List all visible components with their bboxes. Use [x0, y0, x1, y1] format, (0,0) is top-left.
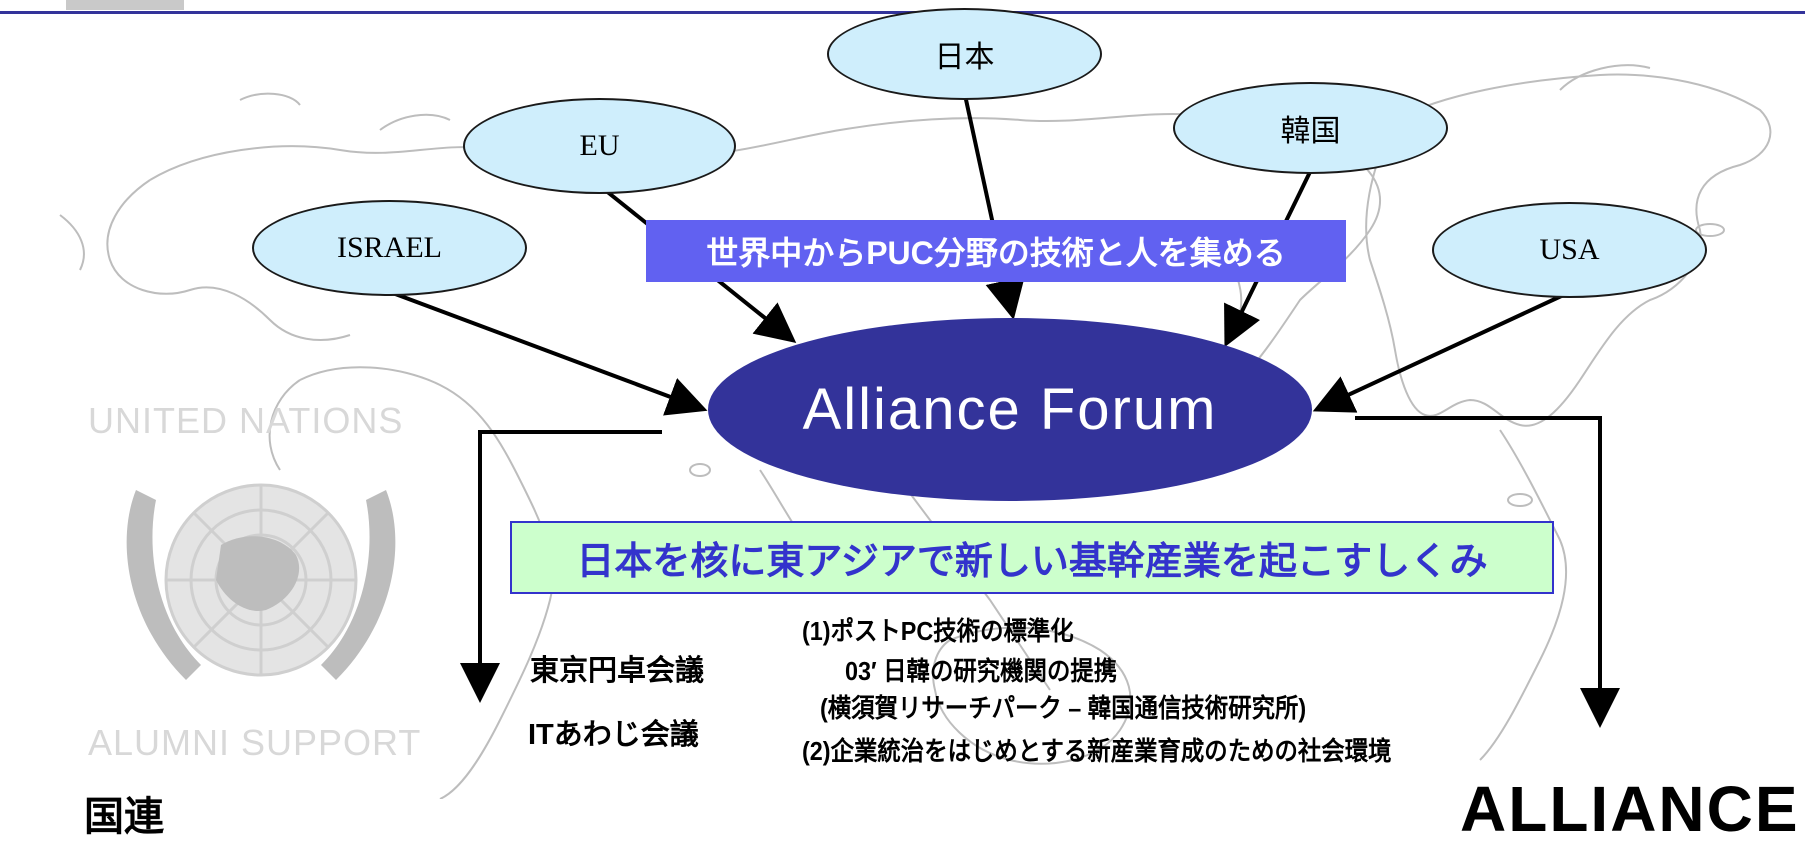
un-logo-top-text: UNITED NATIONS: [88, 400, 404, 441]
node-usa-label: USA: [1539, 233, 1600, 266]
arrow-right-down: [1355, 416, 1620, 728]
meeting-tokyo: 東京円卓会議: [530, 655, 705, 687]
node-japan-label: 日本: [934, 41, 995, 74]
node-eu-label: EU: [579, 129, 620, 162]
un-alumni-logo: UNITED NATIONS ALUMNI SUPPORT: [88, 400, 433, 770]
node-israel-label: ISRAEL: [337, 231, 442, 264]
node-usa: USA: [1432, 202, 1707, 298]
meeting-awaji: ITあわじ会議: [528, 719, 699, 751]
alliance-forum-label: Alliance Forum: [802, 377, 1218, 442]
node-eu: EU: [463, 98, 736, 194]
detail-line-3: (横須賀リサーチパーク – 韓国通信技術研究所): [820, 693, 1307, 723]
node-israel: ISRAEL: [252, 200, 527, 296]
un-emblem-icon: [126, 483, 396, 680]
detail-line-1: (1)ポストPC技術の標準化: [802, 616, 1074, 646]
arrow-israel: [389, 290, 708, 416]
middle-banner-text: 日本を核に東アジアで新しい基幹産業を起こすしくみ: [576, 541, 1488, 583]
header-tab: [66, 0, 184, 10]
detail-line-2: 03′ 日韓の研究機関の提携: [845, 656, 1118, 686]
top-banner-text: 世界中からPUC分野の技術と人を集める: [706, 235, 1286, 271]
node-japan: 日本: [827, 8, 1102, 100]
alliance-forum-node: Alliance Forum: [708, 318, 1312, 501]
node-korea-label: 韓国: [1280, 115, 1341, 148]
bottom-left-heading: 国連: [84, 795, 164, 839]
detail-line-4: (2)企業統治をはじめとする新産業育成のための社会環境: [802, 736, 1392, 766]
alliance-logo-text: ALLIANCE: [1460, 773, 1800, 845]
arrow-left-down: [460, 430, 662, 703]
node-korea: 韓国: [1173, 82, 1448, 174]
top-banner: 世界中からPUC分野の技術と人を集める: [646, 220, 1346, 282]
arrows-layer: [389, 94, 1620, 728]
middle-banner: 日本を核に東アジアで新しい基幹産業を起こすしくみ: [510, 521, 1554, 594]
arrow-usa: [1312, 290, 1571, 413]
un-logo-bottom-text: ALUMNI SUPPORT: [88, 722, 422, 763]
